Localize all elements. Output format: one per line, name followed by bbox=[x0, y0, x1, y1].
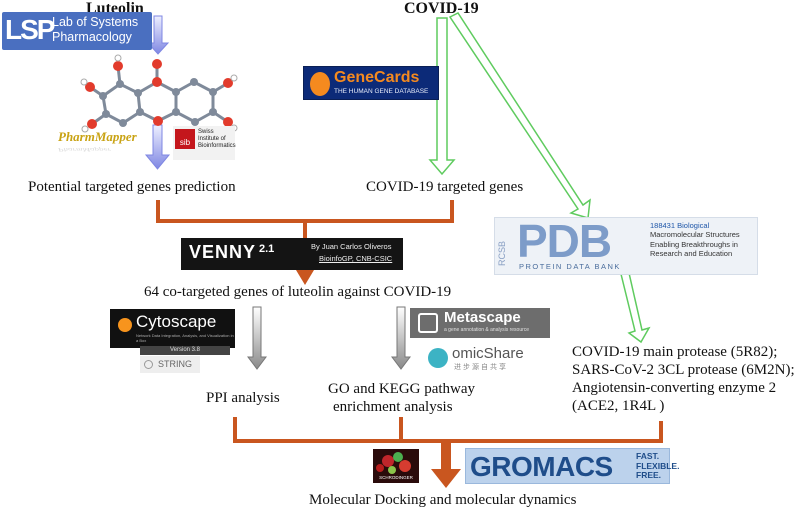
gromacs-tagline: FAST. FLEXIBLE. FREE. bbox=[636, 451, 680, 480]
pdb-description: Macromolecular Structures Enabling Break… bbox=[650, 230, 740, 258]
orange-arrowhead-bottom bbox=[431, 469, 461, 488]
molecule-atoms bbox=[80, 54, 238, 133]
ppi-text: PPI analysis bbox=[206, 390, 280, 406]
lsp-name: Lab of Systems Pharmacology bbox=[52, 15, 139, 44]
dna-icon bbox=[310, 72, 330, 96]
lsp-mark: LSP bbox=[5, 14, 55, 45]
potential-targets-text: Potential targeted genes prediction bbox=[28, 179, 236, 195]
cytoscape-logo: Cytoscape Network Data Integration, Anal… bbox=[110, 309, 235, 348]
lsp-logo: LSP Lab of Systems Pharmacology bbox=[2, 12, 152, 50]
pdb-name: PDB bbox=[517, 215, 612, 267]
gray-arrow-go-kegg bbox=[391, 306, 411, 370]
cytoscape-name: Cytoscape bbox=[136, 312, 217, 331]
protease-line4: (ACE2, 1R4L ) bbox=[572, 398, 665, 414]
omicshare-name: omicShare bbox=[452, 345, 524, 362]
orange-stem-bottom bbox=[441, 441, 451, 471]
green-arrow-to-genecards bbox=[428, 17, 456, 176]
cotargeted-text: 64 co-targeted genes of luteolin against… bbox=[144, 284, 452, 300]
string-icon bbox=[144, 360, 153, 369]
protease-line1: COVID-19 main protease (5R82); bbox=[572, 344, 778, 360]
string-name: STRING bbox=[158, 359, 193, 369]
orange-connector-top bbox=[156, 200, 454, 223]
gromacs-name: GROMACS bbox=[470, 451, 613, 482]
orange-arrowhead-top bbox=[296, 270, 314, 285]
pharmmapper-logo: PharmMapper PharmMapper bbox=[58, 128, 150, 158]
genecards-name: GeneCards bbox=[334, 69, 420, 86]
metascape-name: Metascape bbox=[444, 309, 521, 326]
cytoscape-version: Version 3.8 bbox=[140, 346, 230, 355]
metascape-icon bbox=[418, 313, 438, 333]
cytoscape-icon bbox=[118, 318, 132, 332]
protease-line2: SARS-CoV-2 3CL protease (6M2N); bbox=[572, 362, 795, 378]
green-arrow-to-pdb bbox=[448, 12, 591, 219]
pdb-count: 188431 Biological bbox=[650, 221, 710, 230]
purple-arrow-middle bbox=[144, 124, 171, 170]
schrodinger-logo: SCHRODINGER bbox=[373, 449, 419, 483]
final-step-text: Molecular Docking and molecular dynamics bbox=[309, 492, 577, 508]
string-logo: STRING bbox=[140, 356, 200, 373]
pdb-logo: RCSB PDB PROTEIN DATA BANK 188431 Biolog… bbox=[494, 215, 758, 275]
gray-arrow-ppi bbox=[247, 306, 267, 370]
green-arrow-pdb-to-protease bbox=[620, 272, 651, 344]
venny-name: VENNY bbox=[189, 242, 257, 262]
sib-logo: sib Swiss Institute of Bioinformatics bbox=[173, 126, 236, 160]
orange-connector-bottom bbox=[233, 417, 663, 443]
sib-name: Swiss Institute of Bioinformatics bbox=[198, 129, 236, 149]
rcsb-label: RCSB bbox=[497, 240, 507, 266]
venny-logo: VENNY 2.1 By Juan Carlos Oliveros Bioinf… bbox=[181, 238, 403, 270]
venny-version: 2.1 bbox=[259, 243, 275, 255]
cytoscape-subtitle: Network Data Integration, Analysis, and … bbox=[136, 333, 234, 343]
go-kegg-line2: enrichment analysis bbox=[333, 399, 453, 415]
omicshare-slogan: 进步源自共享 bbox=[454, 363, 508, 371]
omicshare-logo: omicShare 进步源自共享 bbox=[428, 345, 533, 373]
genecards-subtitle: THE HUMAN GENE DATABASE bbox=[334, 88, 429, 95]
pdb-subtitle: PROTEIN DATA BANK bbox=[519, 262, 621, 271]
covid-title: COVID-19 bbox=[404, 0, 479, 17]
pharmmapper-reflection: PharmMapper bbox=[58, 147, 111, 153]
pharmmapper-name: PharmMapper bbox=[58, 129, 137, 144]
schrodinger-molecule-graphic bbox=[373, 449, 419, 483]
luteolin-molecule-image bbox=[89, 64, 229, 126]
genecards-logo: GeneCards THE HUMAN GENE DATABASE bbox=[303, 66, 439, 100]
sib-mark: sib bbox=[175, 129, 195, 149]
purple-arrow-top bbox=[146, 15, 170, 55]
metascape-logo: Metascape a gene annotation & analysis r… bbox=[410, 308, 550, 338]
venny-author: By Juan Carlos Oliveros bbox=[311, 242, 392, 251]
metascape-tagline: a gene annotation & analysis resource bbox=[444, 327, 530, 333]
go-kegg-line1: GO and KEGG pathway bbox=[328, 381, 476, 397]
omicshare-icon bbox=[428, 348, 448, 368]
protease-line3: Angiotensin-converting enzyme 2 bbox=[572, 380, 777, 396]
venny-affiliation: BioinfoGP, CNB-CSIC bbox=[319, 254, 393, 263]
covid-targets-text: COVID-19 targeted genes bbox=[366, 179, 524, 195]
schrodinger-name: SCHRODINGER bbox=[379, 475, 413, 480]
gromacs-logo: GROMACS FAST. FLEXIBLE. FREE. bbox=[465, 448, 679, 484]
